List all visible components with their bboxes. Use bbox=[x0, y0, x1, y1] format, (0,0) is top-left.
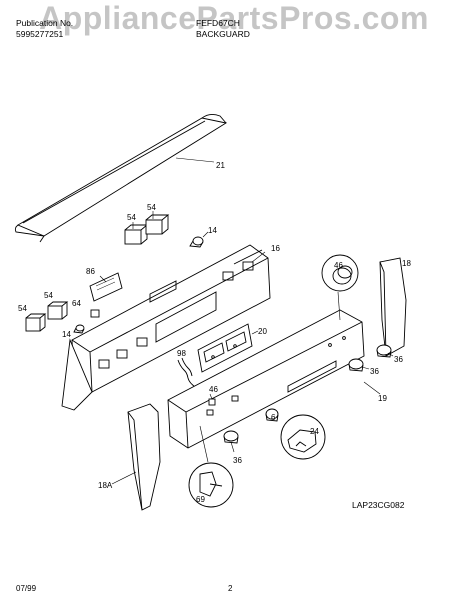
part-36-knob-right-1 bbox=[376, 344, 392, 358]
part-36-knob-right-2 bbox=[348, 358, 364, 372]
callout-18: 18 bbox=[402, 259, 411, 268]
publication-number: 5995277251 bbox=[16, 29, 64, 39]
callout-16: 16 bbox=[271, 244, 280, 253]
part-14-clip-upper bbox=[189, 236, 204, 248]
callout-86: 86 bbox=[86, 267, 95, 276]
part-69-detail bbox=[188, 462, 234, 508]
callout-6: 6 bbox=[271, 413, 276, 422]
callout-46b: 46 bbox=[209, 385, 218, 394]
callout-64: 64 bbox=[72, 299, 81, 308]
model-number: FEFD67CH bbox=[196, 18, 240, 28]
part-19-control-panel bbox=[167, 309, 365, 449]
callout-54a: 54 bbox=[127, 213, 136, 222]
section-title: BACKGUARD bbox=[196, 29, 250, 39]
callout-69: 69 bbox=[196, 495, 205, 504]
callout-14a: 14 bbox=[208, 226, 217, 235]
footer-date: 07/99 bbox=[16, 584, 37, 593]
part-20-clock-board bbox=[197, 323, 253, 373]
part-18a-end-cap-left bbox=[127, 403, 161, 511]
part-54-switch-lower-left bbox=[25, 313, 47, 332]
callout-19: 19 bbox=[378, 394, 387, 403]
callout-54d: 54 bbox=[18, 304, 27, 313]
part-side-panel-left bbox=[61, 338, 93, 411]
part-24-switch-detail bbox=[280, 414, 326, 460]
part-6-knob bbox=[265, 408, 279, 422]
callout-54c: 54 bbox=[44, 291, 53, 300]
part-86-plate bbox=[89, 272, 123, 302]
part-54-switch-upper-right bbox=[145, 214, 170, 235]
callout-18a: 18A bbox=[98, 481, 113, 490]
callout-54b: 54 bbox=[147, 203, 156, 212]
part-14-clip-lower bbox=[73, 324, 85, 334]
part-16-rear-panel bbox=[71, 244, 271, 393]
part-54-switch-lower-right bbox=[47, 301, 69, 320]
part-46-small-clip bbox=[208, 398, 216, 406]
part-36-knob-front bbox=[223, 430, 239, 444]
callout-36a: 36 bbox=[394, 355, 403, 364]
callout-46a: 46 bbox=[334, 261, 343, 270]
callout-14b: 14 bbox=[62, 330, 71, 339]
callout-98: 98 bbox=[177, 349, 186, 358]
part-54-switch-upper-left bbox=[124, 224, 149, 245]
callout-36b: 36 bbox=[370, 367, 379, 376]
footer-page: 2 bbox=[228, 584, 233, 593]
diagram-code: LAP23CG082 bbox=[352, 500, 405, 510]
callout-36c: 36 bbox=[233, 456, 242, 465]
part-46-knob-detail bbox=[321, 254, 359, 292]
callout-20: 20 bbox=[258, 327, 267, 336]
callout-24: 24 bbox=[310, 427, 319, 436]
part-64-bracket bbox=[90, 309, 100, 318]
part-21-trim-strip bbox=[14, 113, 228, 243]
callout-21: 21 bbox=[216, 161, 225, 170]
publication-label: Publication No. bbox=[16, 18, 74, 28]
part-18-end-cap-right bbox=[379, 257, 407, 357]
